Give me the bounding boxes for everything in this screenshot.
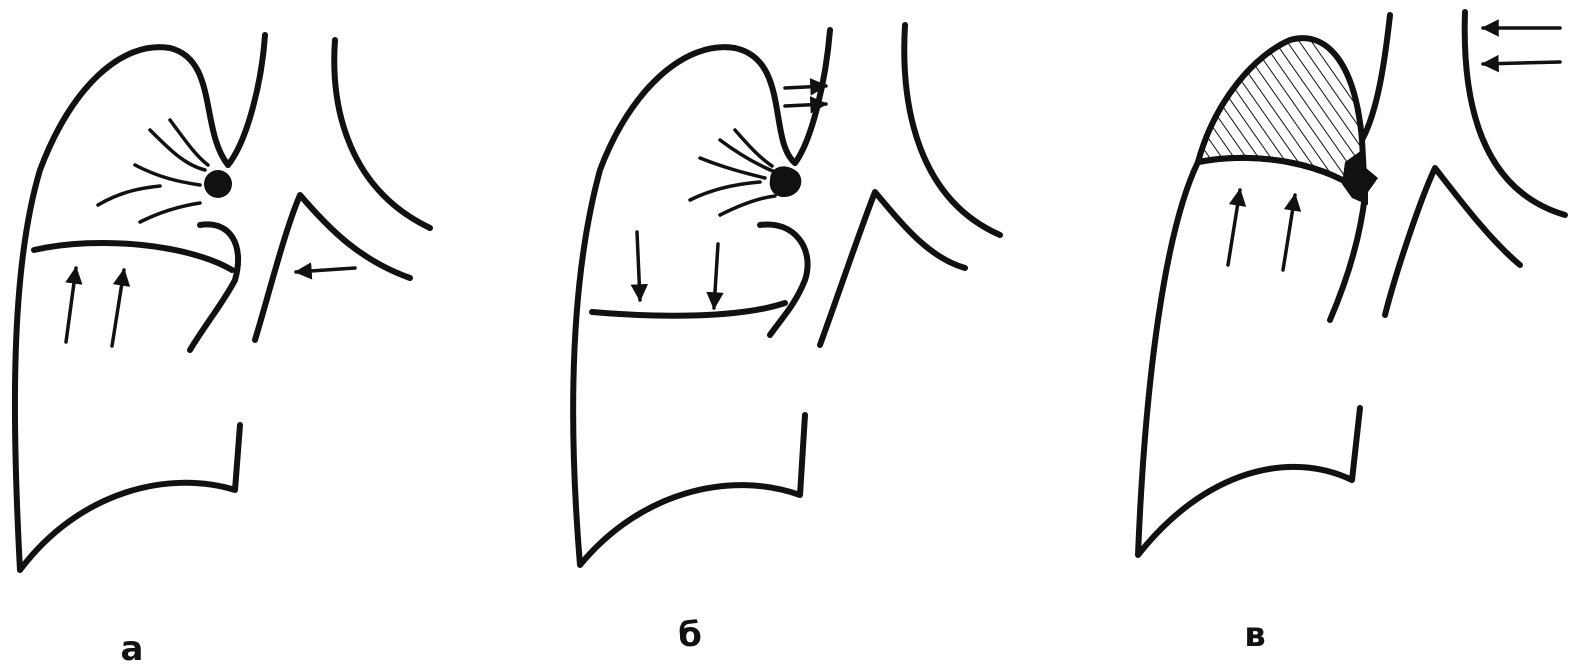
panel-a: а [15,35,430,665]
hilum-lower-contour [760,224,808,335]
lung-outline [1138,162,1360,555]
mediastinal-contour [228,35,265,165]
arrow-left-lower [1483,62,1560,64]
trachea-wall [334,40,430,228]
hilum-lower-contour [190,224,238,350]
arrow-up-left [1228,190,1240,265]
arrow-right-upper [785,86,826,88]
panel-c: в [1138,12,1565,655]
radiating-strands [690,130,775,215]
trachea-wall [1465,12,1565,215]
mediastinal-contour [795,30,830,163]
arrow-up-right [112,270,124,346]
mediastinum-wall [820,192,965,345]
trachea-wall [904,25,1000,235]
lung-outline [15,47,240,570]
panel-b: б [573,25,1000,655]
mediastinum-wall [1385,168,1520,315]
fissure-line [592,303,785,316]
hilar-mass [204,170,232,198]
panel-c-label: в [1244,615,1266,655]
panel-a-label: а [121,629,144,665]
arrow-up-right [1283,195,1295,270]
arrow-right-lower [785,104,826,106]
hilum-lower-contour [1330,195,1365,320]
panel-b-label: б [678,615,702,655]
arrow-left-mediastinum [296,268,355,272]
arrow-down-right [714,244,718,308]
arrow-up-left [66,268,76,342]
mediastinum-wall [255,195,410,340]
mediastinal-contour [1362,15,1390,140]
collapsed-upper-lobe [1198,38,1365,195]
radiating-strands [98,120,208,222]
fissure-line [34,243,232,270]
arrow-down-left [637,232,640,300]
